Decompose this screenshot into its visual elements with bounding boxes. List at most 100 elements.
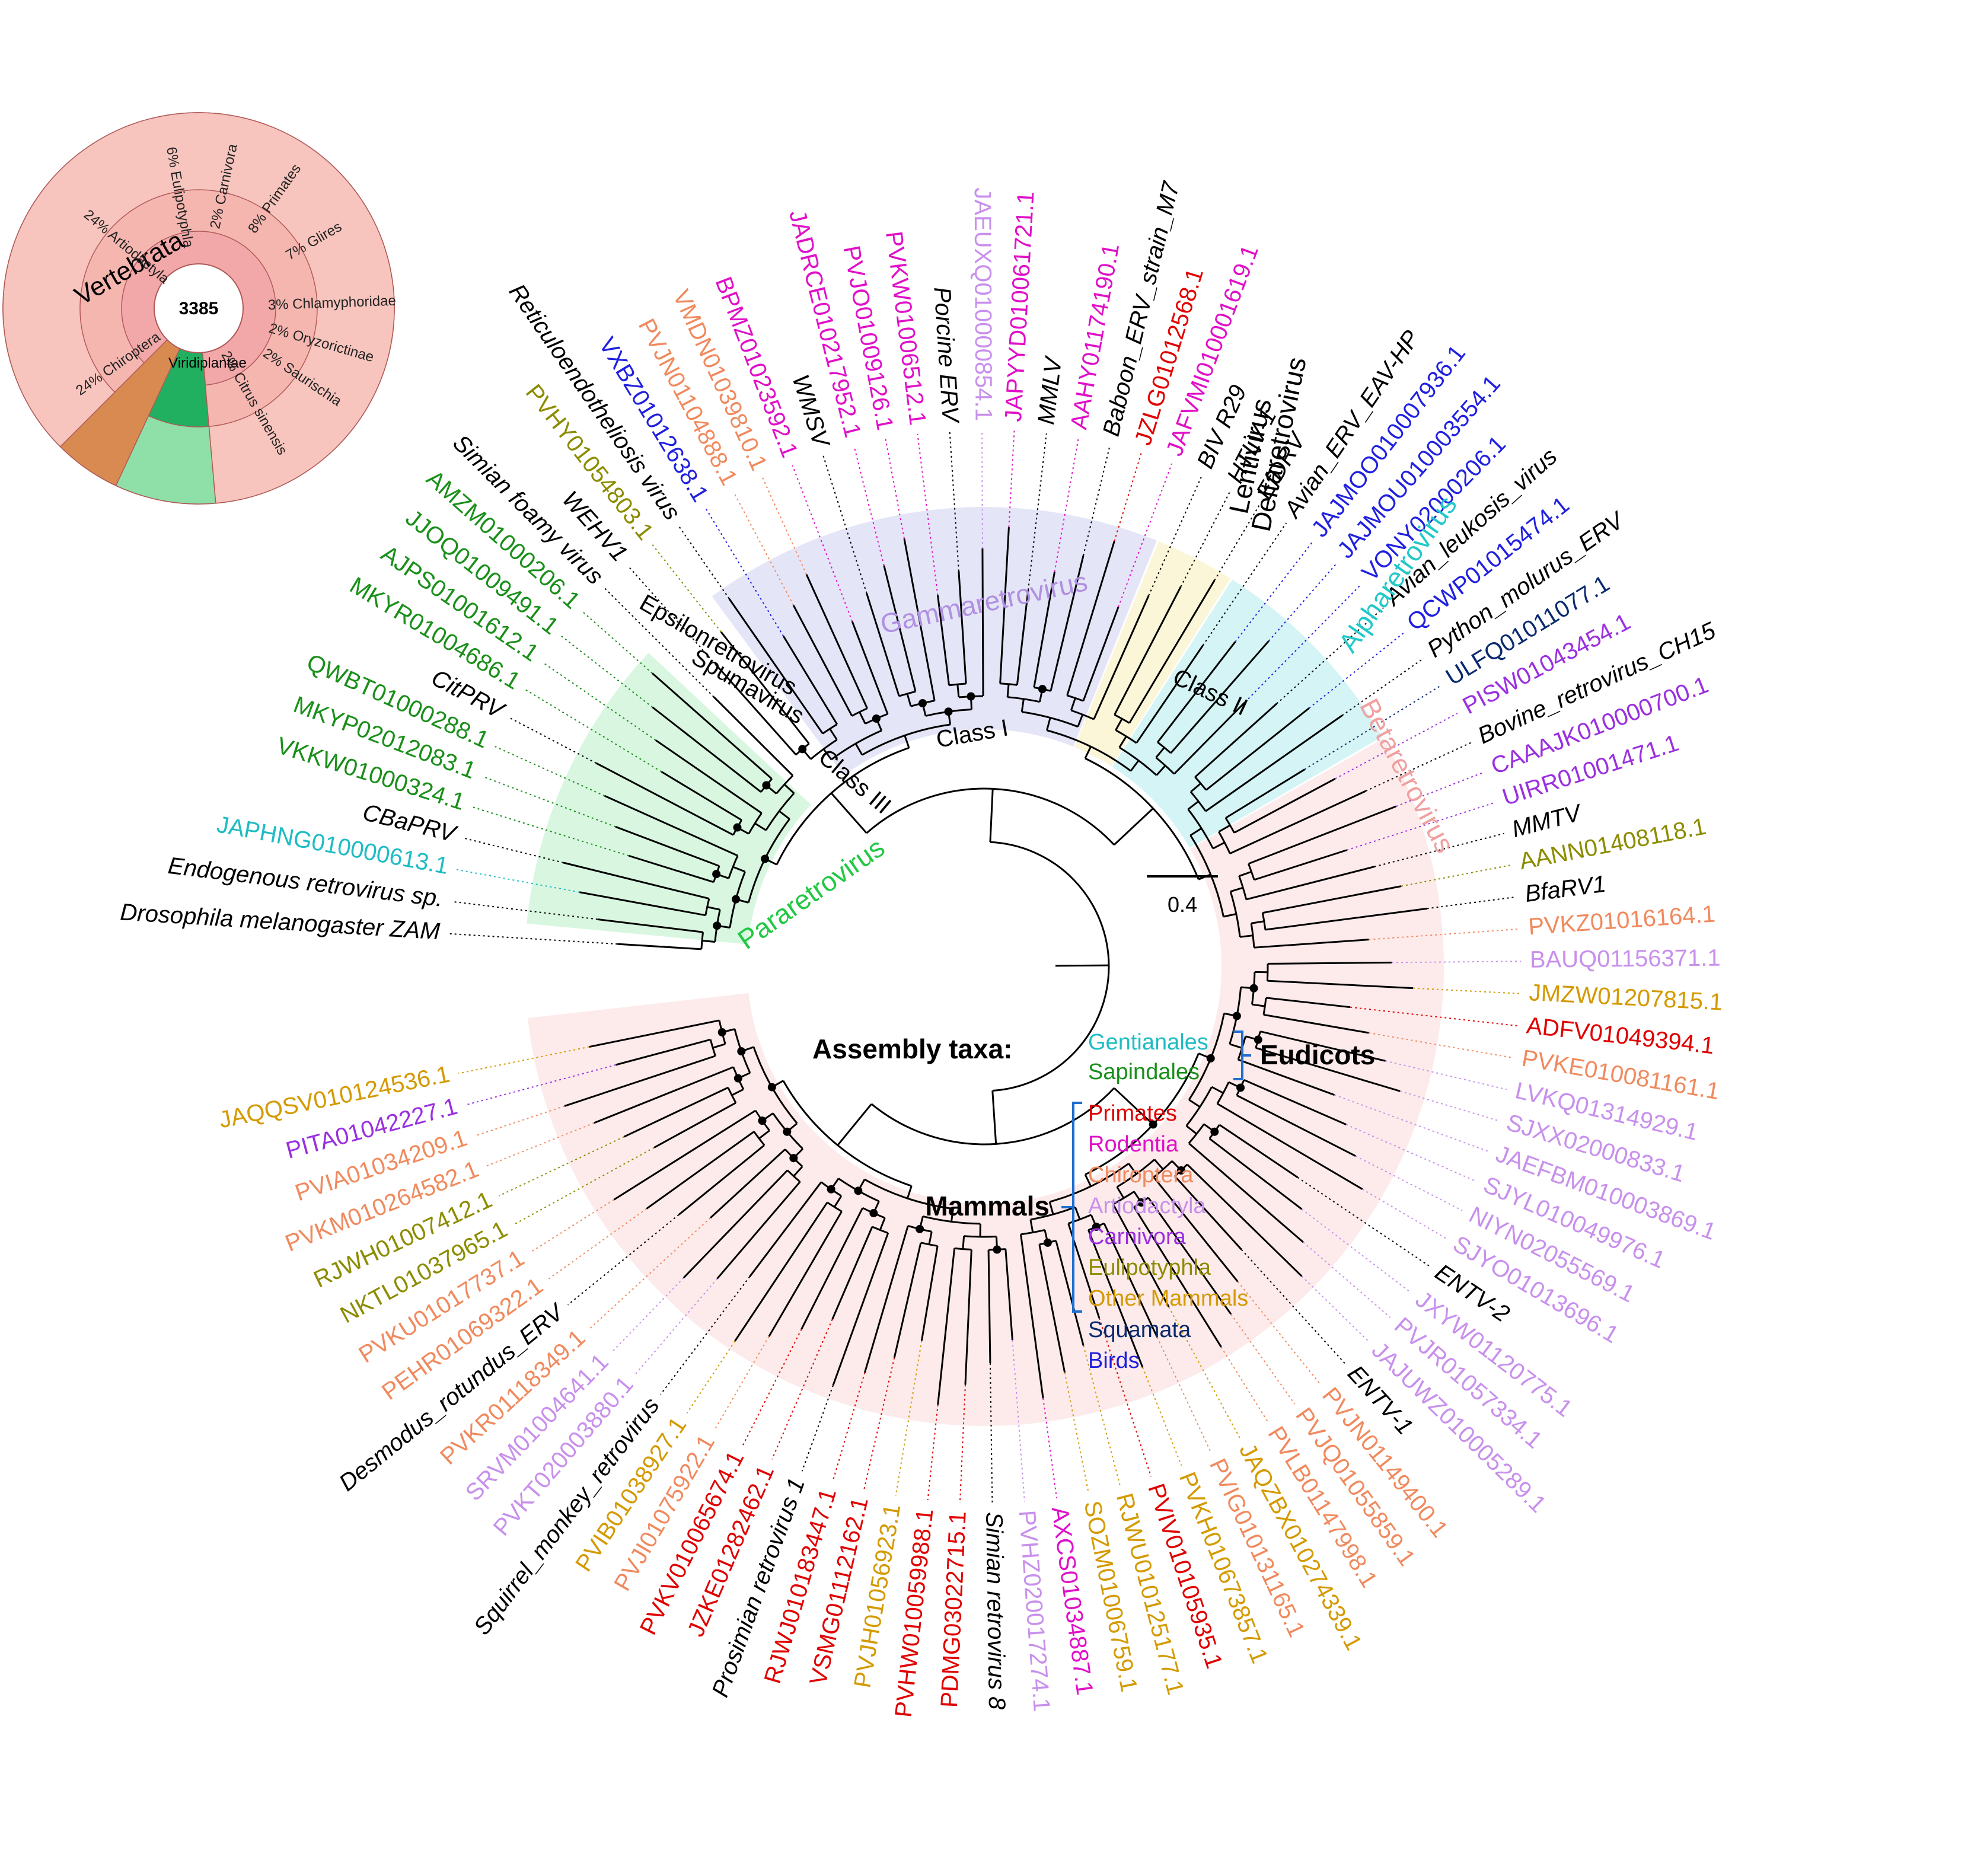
legend-eudicots: Eudicots	[1260, 1039, 1375, 1070]
tree-branch	[1115, 718, 1123, 731]
tree-branch	[628, 854, 715, 883]
leaf-guide	[678, 525, 730, 599]
tree-branch	[1265, 997, 1351, 1009]
tree-branch	[1048, 1201, 1054, 1215]
leaf-guide	[1083, 1345, 1121, 1486]
tree-branch	[805, 574, 868, 709]
leaf-guide	[588, 1217, 711, 1330]
leaf-guide	[1304, 684, 1442, 770]
tree-branch	[1173, 701, 1246, 775]
leaf-guide	[801, 1385, 834, 1472]
tree-branch	[1033, 572, 1056, 688]
tree-branch	[579, 891, 706, 917]
tree-branch	[866, 593, 900, 697]
tree-branch	[1055, 1240, 1085, 1346]
tree-branch	[1147, 1197, 1232, 1315]
leaf-guide	[959, 1384, 966, 1503]
tree-branch	[779, 810, 790, 820]
tree-branch	[707, 906, 720, 911]
bootstrap-node	[944, 707, 953, 716]
tree-branch	[732, 866, 746, 873]
tree-arc	[810, 739, 838, 760]
tree-arc	[1248, 863, 1255, 880]
tree-branch	[613, 1109, 756, 1201]
tree-branch	[682, 1169, 789, 1279]
tree-arc	[862, 723, 951, 756]
bootstrap-node	[1176, 1166, 1185, 1175]
leaf-guide	[567, 1214, 680, 1306]
tree-branch	[1223, 913, 1237, 918]
leaf-guide-lines	[448, 430, 1521, 1503]
tree-branch	[1133, 1207, 1222, 1348]
tree-branch	[1267, 980, 1414, 990]
tree-branch	[1218, 824, 1231, 833]
tree-branch	[1114, 586, 1182, 716]
tree-branch	[1262, 885, 1402, 914]
tree-branch	[615, 1038, 711, 1066]
leaf-guide	[1355, 1155, 1463, 1211]
leaf-guide	[1301, 1208, 1411, 1293]
leaf-guide	[713, 1336, 770, 1431]
tree-branch	[1205, 707, 1310, 791]
bootstrap-node	[762, 781, 771, 790]
bootstrap-node	[732, 895, 741, 904]
tree-branch	[655, 739, 763, 814]
leaf-guide	[1054, 438, 1079, 572]
krona-ring3	[2, 112, 395, 504]
leaf-guide	[604, 587, 715, 698]
tree-branch	[831, 1226, 873, 1320]
tip-label: JAPYYD010061721.1	[1000, 190, 1039, 422]
tree-branch	[1254, 849, 1347, 881]
tree-branch	[1004, 1249, 1013, 1341]
tree-arc	[700, 931, 704, 949]
tree-branch	[1263, 1013, 1369, 1034]
tip-label: PVHZ020017274.1	[1013, 1510, 1054, 1713]
tree-branch	[1077, 714, 1084, 728]
tree-branch	[1239, 934, 1254, 938]
leaf-guide	[686, 1341, 736, 1414]
tree-branch	[859, 712, 866, 725]
tip-label: PDMG03022715.1	[936, 1511, 971, 1708]
bootstrap-node	[712, 870, 721, 879]
leaf-guide	[863, 1357, 895, 1490]
tree-branch	[1055, 964, 1109, 967]
leaf-guide	[542, 661, 656, 741]
bootstrap-node	[758, 1116, 767, 1125]
leaf-guide	[1012, 1340, 1025, 1502]
tree-branch	[1128, 1163, 1137, 1175]
leaf-guide	[1244, 583, 1362, 703]
tree-branch	[1217, 1103, 1363, 1190]
leaf-guide	[792, 465, 853, 622]
tree-branch	[906, 693, 912, 707]
tree-branch	[1066, 541, 1115, 696]
tree-arc	[1007, 696, 1040, 703]
tree-branch	[1190, 783, 1201, 793]
tree-branch	[962, 1236, 965, 1249]
leaf-guide	[1008, 430, 1015, 528]
tree-branch	[851, 621, 889, 714]
tree-branch	[713, 696, 794, 777]
leaf-guide	[1276, 607, 1384, 704]
tree-branch	[792, 605, 853, 717]
bootstrap-node	[798, 745, 807, 754]
bootstrap-node	[1210, 1127, 1219, 1136]
tree-branch	[1116, 1186, 1125, 1199]
tree-branch	[594, 1066, 734, 1124]
tip-label: BfaRV1	[1523, 871, 1608, 907]
leaf-guide	[627, 565, 717, 665]
tip-label: MMLV	[1033, 354, 1067, 426]
bootstrap-node	[713, 921, 722, 930]
bootstrap-node	[1254, 1035, 1262, 1044]
tree-arc	[1188, 1124, 1205, 1144]
tree-branch	[863, 1226, 909, 1373]
tree-branch	[749, 1181, 822, 1278]
leaf-guide	[853, 445, 885, 566]
leaf-guide	[981, 430, 983, 549]
tree-branch	[1128, 580, 1216, 724]
legend-item: Other Mammals	[1088, 1286, 1248, 1311]
tree-branch	[956, 684, 960, 698]
tree-branch	[1252, 1003, 1265, 1007]
legend-item: Eulipotyphla	[1088, 1255, 1211, 1280]
leaf-guide	[495, 746, 605, 797]
tree-branch	[678, 1144, 765, 1215]
